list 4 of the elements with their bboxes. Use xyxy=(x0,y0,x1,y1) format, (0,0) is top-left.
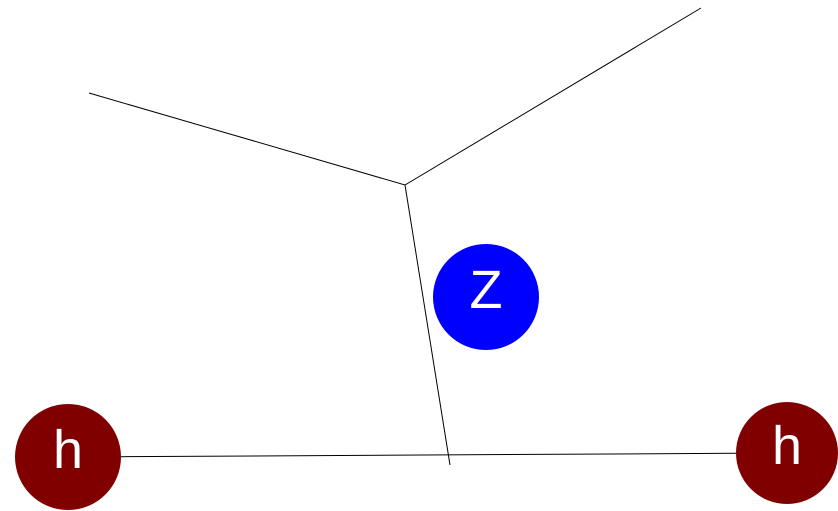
particle-label: h xyxy=(52,423,84,477)
particle-label: Z xyxy=(470,263,502,317)
propagator-line xyxy=(120,452,736,458)
particle-label: h xyxy=(772,419,802,473)
